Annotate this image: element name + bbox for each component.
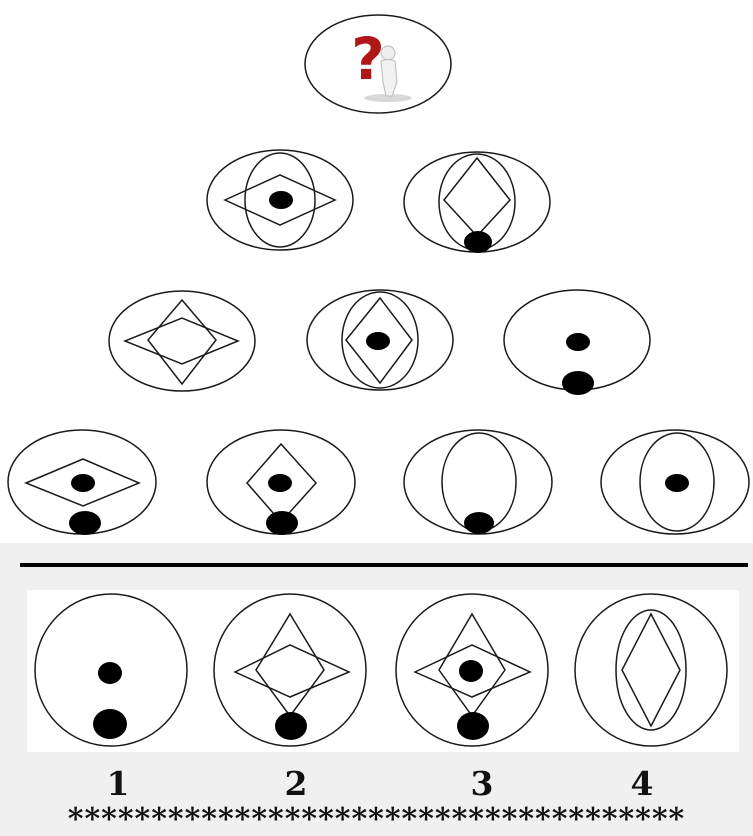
puzzle-pyramid-panel: ? [0,0,753,543]
puzzle-cell-r4-4 [601,430,749,534]
puzzle-cell-r4-3 [404,430,552,534]
option-4-figure[interactable] [575,594,727,746]
puzzle-pyramid: ? [0,0,753,543]
answer-options [27,590,739,752]
puzzle-cell-r3-3 [504,290,650,395]
puzzle-cell-r3-2 [307,290,453,390]
svg-text:?: ? [351,25,385,93]
option-2-figure[interactable] [214,594,366,746]
puzzle-cell-r2-1 [207,150,353,250]
option-1-figure[interactable] [35,594,187,746]
divider-line [20,563,748,567]
puzzle-cell-r4-2 [207,430,355,535]
puzzle-cell-r3-1 [109,291,255,391]
option-3-figure[interactable] [396,594,548,746]
puzzle-cell-unknown: ? [305,15,451,113]
option-1-label[interactable]: 1 [98,764,138,804]
footer-stars: ************************************* [0,804,753,836]
puzzle-cell-r4-1 [8,430,156,535]
option-4-label[interactable]: 4 [622,764,662,804]
puzzle-cell-r2-2 [404,152,550,253]
option-2-label[interactable]: 2 [276,764,316,804]
option-3-label[interactable]: 3 [462,764,502,804]
answer-options-panel [27,590,739,752]
